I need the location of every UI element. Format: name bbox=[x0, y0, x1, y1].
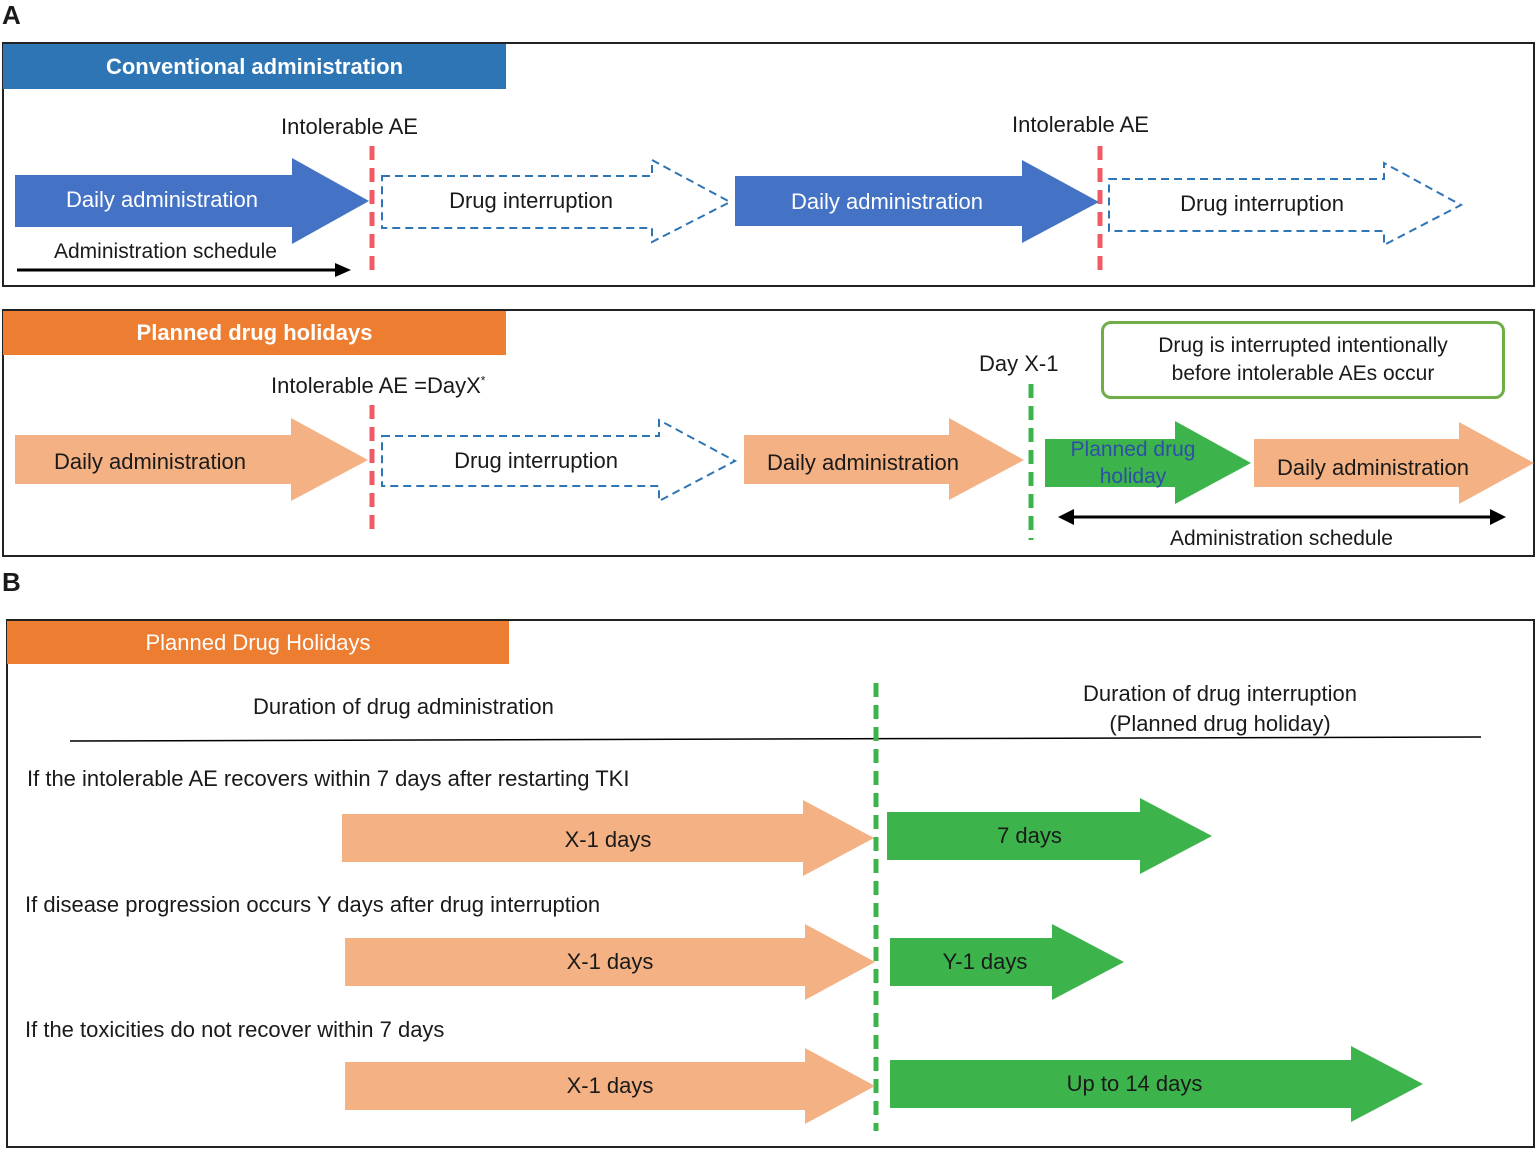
holiday-duration-arrow: Y-1 days bbox=[890, 924, 1124, 1000]
administration-duration-arrow: X-1 days bbox=[345, 924, 875, 1000]
administration-schedule-label: Administration schedule bbox=[1170, 527, 1393, 550]
condition-label: If disease progression occurs Y days aft… bbox=[25, 892, 601, 917]
administration-schedule-label: Administration schedule bbox=[54, 240, 277, 263]
daily-administration-label: Daily administration bbox=[1277, 455, 1469, 481]
intolerable-ae-label-2: Intolerable AE bbox=[1012, 112, 1149, 137]
condition-label: If the toxicities do not recover within … bbox=[25, 1017, 445, 1042]
planned-header: Planned drug holidays bbox=[3, 311, 506, 355]
intolerable-ae-dayx-text: Intolerable AE =DayX bbox=[271, 373, 481, 398]
intentional-interruption-note: Drug is interrupted intentionally before… bbox=[1101, 321, 1505, 399]
footnote-marker: * bbox=[480, 373, 486, 388]
duration-interruption-line-2: (Planned drug holiday) bbox=[1109, 711, 1331, 736]
administration-duration-label: X-1 days bbox=[564, 827, 652, 853]
daily-administration-label: Daily administration bbox=[791, 188, 983, 214]
drug-interruption-label: Drug interruption bbox=[449, 188, 613, 214]
intolerable-ae-dayx-label: Intolerable AE =DayX* bbox=[271, 373, 485, 399]
header-divider bbox=[70, 736, 1482, 742]
day-x-1-marker bbox=[1028, 384, 1034, 540]
planned-drug-holidays-panel bbox=[6, 619, 1535, 1148]
daily-administration-arrow: Daily administration bbox=[15, 418, 368, 501]
drug-interruption-arrow: Drug interruption bbox=[1108, 161, 1464, 247]
intolerable-ae-label-1: Intolerable AE bbox=[281, 114, 418, 139]
conventional-panel bbox=[2, 42, 1535, 287]
administration-duration-arrow: X-1 days bbox=[345, 1048, 875, 1124]
planned-drug-holiday-arrow: Planned drug holiday bbox=[1045, 421, 1251, 504]
planned-drug-holidays-header: Planned Drug Holidays bbox=[7, 621, 509, 664]
duration-interruption-heading: Duration of drug interruption (Planned d… bbox=[1020, 679, 1420, 739]
holiday-duration-label: 7 days bbox=[997, 823, 1062, 849]
note-line-1: Drug is interrupted intentionally bbox=[1158, 333, 1448, 357]
daily-administration-label: Daily administration bbox=[66, 187, 258, 213]
day-x-1-marker bbox=[873, 683, 879, 1131]
daily-administration-arrow: Daily administration bbox=[744, 418, 1024, 500]
planned-drug-holiday-label: Planned drug holiday bbox=[1070, 437, 1196, 488]
panel-b-letter: B bbox=[2, 567, 21, 597]
intolerable-ae-marker-1 bbox=[369, 146, 375, 272]
daily-administration-arrow: Daily administration bbox=[1254, 422, 1534, 504]
daily-administration-label: Daily administration bbox=[767, 450, 959, 476]
daily-administration-arrow: Daily administration bbox=[15, 158, 369, 244]
holiday-duration-label: Y-1 days bbox=[942, 949, 1028, 975]
daily-administration-arrow: Daily administration bbox=[735, 160, 1099, 243]
administration-schedule-arrow bbox=[17, 263, 351, 277]
administration-duration-label: X-1 days bbox=[566, 949, 654, 975]
administration-duration-label: X-1 days bbox=[566, 1073, 654, 1099]
administration-schedule-arrow bbox=[1058, 509, 1506, 525]
daily-administration-label: Daily administration bbox=[54, 449, 246, 475]
panel-a-letter: A bbox=[2, 0, 21, 30]
conventional-header: Conventional administration bbox=[3, 44, 506, 89]
day-x-1-label: Day X-1 bbox=[979, 351, 1059, 376]
holiday-duration-arrow: Up to 14 days bbox=[890, 1046, 1423, 1122]
drug-interruption-label: Drug interruption bbox=[1180, 191, 1344, 217]
holiday-duration-label: Up to 14 days bbox=[1066, 1071, 1203, 1097]
drug-interruption-arrow: Drug interruption bbox=[381, 418, 738, 503]
intolerable-ae-marker-3 bbox=[369, 405, 375, 531]
drug-interruption-arrow: Drug interruption bbox=[381, 158, 733, 244]
holiday-duration-arrow: 7 days bbox=[887, 798, 1212, 874]
drug-interruption-label: Drug interruption bbox=[454, 447, 618, 473]
duration-interruption-line-1: Duration of drug interruption bbox=[1083, 681, 1357, 706]
administration-duration-arrow: X-1 days bbox=[342, 800, 874, 876]
condition-label: If the intolerable AE recovers within 7 … bbox=[27, 766, 630, 791]
duration-administration-heading: Duration of drug administration bbox=[253, 694, 554, 719]
planned-panel bbox=[2, 309, 1535, 557]
note-line-2: before intolerable AEs occur bbox=[1171, 362, 1435, 385]
